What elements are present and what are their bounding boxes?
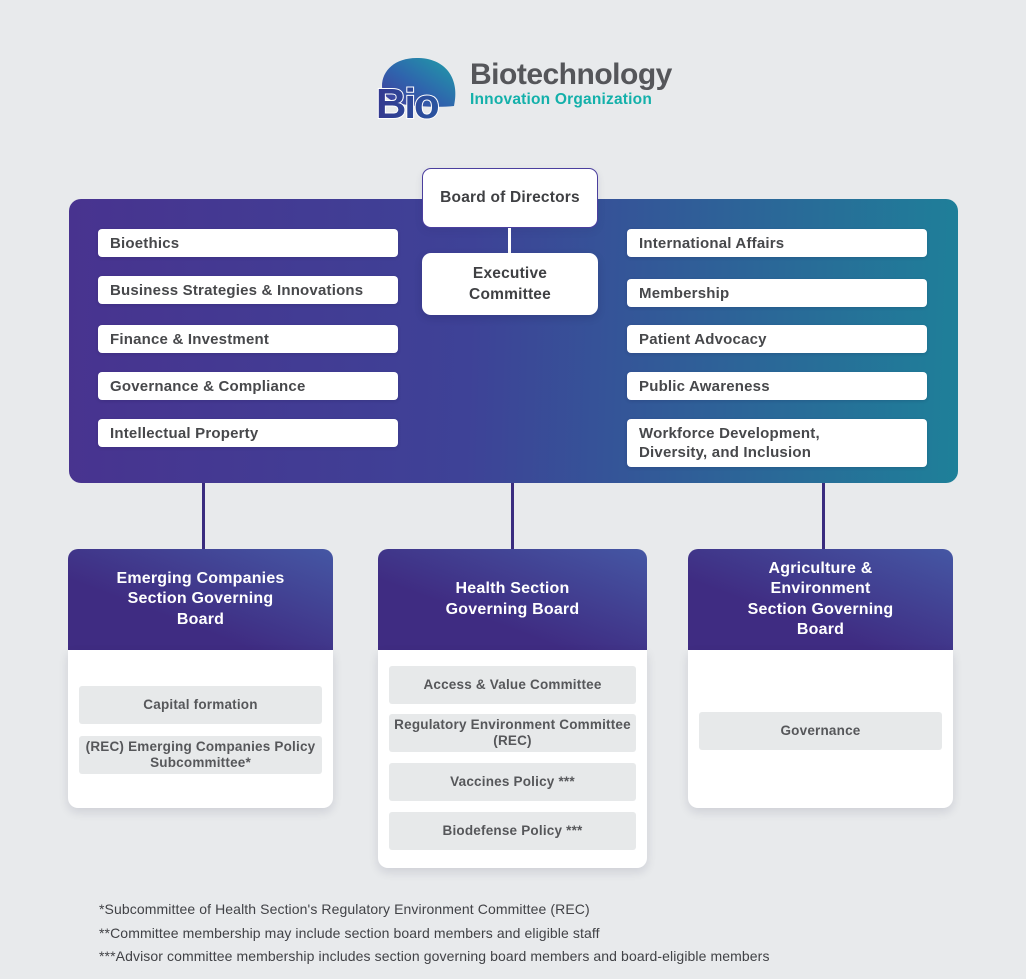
agriculture-environment-board-header: Agriculture & Environment Section Govern… [688, 549, 953, 650]
committee-finance-investment: Finance & Investment [98, 325, 398, 353]
logo-text: Biotechnology Innovation Organization [470, 53, 672, 109]
connector-emerging-companies [202, 483, 205, 551]
committee-international-affairs: International Affairs [627, 229, 927, 257]
health-section-board-body: Access & Value Committee Regulatory Envi… [378, 650, 647, 868]
emerging-companies-board-body: Capital formation (REC) Emerging Compani… [68, 650, 333, 808]
committee-intellectual-property: Intellectual Property [98, 419, 398, 447]
item-governance: Governance [699, 712, 942, 750]
emerging-companies-board-header: Emerging Companies Section Governing Boa… [68, 549, 333, 650]
connector-agriculture-environment [822, 483, 825, 551]
emerging-companies-board: Emerging Companies Section Governing Boa… [68, 549, 333, 808]
logo-title: Biotechnology [470, 58, 672, 91]
item-rec-emerging-companies: (REC) Emerging Companies Policy Subcommi… [79, 736, 322, 774]
agriculture-environment-board: Agriculture & Environment Section Govern… [688, 549, 953, 808]
committee-membership: Membership [627, 279, 927, 307]
connector-bod-exec [508, 228, 511, 254]
footnotes: *Subcommittee of Health Section's Regula… [99, 898, 770, 969]
logo-subtitle: Innovation Organization [470, 91, 652, 108]
board-of-directors-label: Board of Directors [440, 189, 580, 206]
item-regulatory-environment-committee: Regulatory Environment Committee (REC) [389, 714, 636, 752]
committee-patient-advocacy: Patient Advocacy [627, 325, 927, 353]
committee-workforce-development: Workforce Development, Diversity, and In… [627, 419, 927, 467]
committee-bioethics: Bioethics [98, 229, 398, 257]
bio-logo-text: Bio [376, 80, 439, 123]
health-section-board: Health Section Governing Board Access & … [378, 549, 647, 868]
board-of-directors-box: Board of Directors [422, 168, 598, 228]
item-biodefense-policy: Biodefense Policy *** [389, 812, 636, 850]
footnote-2: **Committee membership may include secti… [99, 924, 600, 941]
footnote-3: ***Advisor committee membership includes… [99, 948, 770, 964]
item-capital-formation: Capital formation [79, 686, 322, 724]
agriculture-environment-board-body: Governance [688, 650, 953, 808]
committee-business-strategies: Business Strategies & Innovations [98, 276, 398, 304]
connector-health-section [511, 483, 514, 551]
item-access-value-committee: Access & Value Committee [389, 666, 636, 704]
item-vaccines-policy: Vaccines Policy *** [389, 763, 636, 801]
logo: Bio Biotechnology Innovation Organizatio… [374, 53, 672, 123]
committee-governance-compliance: Governance & Compliance [98, 372, 398, 400]
committee-public-awareness: Public Awareness [627, 372, 927, 400]
footnote-1: *Subcommittee of Health Section's Regula… [99, 901, 590, 917]
bio-leaf-logo-icon: Bio [375, 57, 456, 123]
executive-committee-box: Executive Committee [422, 253, 598, 315]
health-section-board-header: Health Section Governing Board [378, 549, 647, 650]
executive-committee-label: Executive Committee [469, 265, 551, 303]
